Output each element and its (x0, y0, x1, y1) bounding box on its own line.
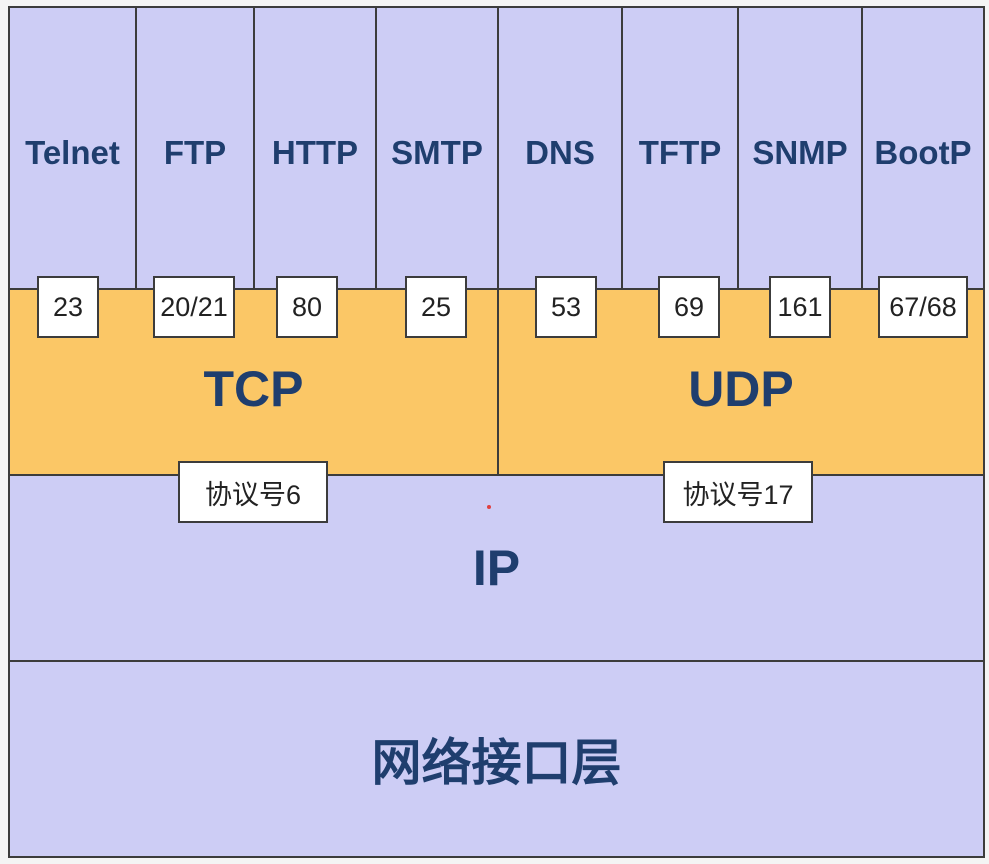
port-box-bootp: 67/68 (878, 276, 968, 338)
port-box-dns: 53 (535, 276, 597, 338)
network-interface-layer: 网络接口层 (8, 660, 985, 858)
app-cell-http: HTTP (253, 6, 377, 290)
port-box-snmp: 161 (769, 276, 831, 338)
ftp-label: FTP (163, 134, 227, 171)
cursor-dot (487, 505, 491, 509)
app-cell-smtp: SMTP (375, 6, 499, 290)
ip-label: IP (472, 540, 521, 596)
app-cell-snmp: SNMP (737, 6, 863, 290)
telnet-label: Telnet (25, 134, 120, 171)
http-label: HTTP (271, 134, 359, 171)
tftp-label: TFTP (638, 134, 722, 171)
tcp-protocol-number: 协议号6 (178, 461, 328, 523)
network-interface-label: 网络接口层 (371, 735, 622, 791)
app-cell-ftp: FTP (135, 6, 255, 290)
app-cell-telnet: Telnet (8, 6, 137, 290)
port-box-ftp: 20/21 (153, 276, 235, 338)
bootp-label: BootP (874, 134, 972, 171)
port-box-smtp: 25 (405, 276, 467, 338)
udp-label: UDP (688, 361, 794, 417)
tcp-label: TCP (203, 361, 304, 417)
app-cell-bootp: BootP (861, 6, 985, 290)
app-cell-tftp: TFTP (621, 6, 739, 290)
port-box-tftp: 69 (658, 276, 720, 338)
app-cell-dns: DNS (497, 6, 623, 290)
port-box-http: 80 (276, 276, 338, 338)
smtp-label: SMTP (391, 134, 483, 171)
dns-label: DNS (525, 134, 595, 171)
port-box-telnet: 23 (37, 276, 99, 338)
snmp-label: SNMP (752, 134, 848, 171)
ip-layer: IP (8, 474, 985, 662)
udp-protocol-number: 协议号17 (663, 461, 813, 523)
